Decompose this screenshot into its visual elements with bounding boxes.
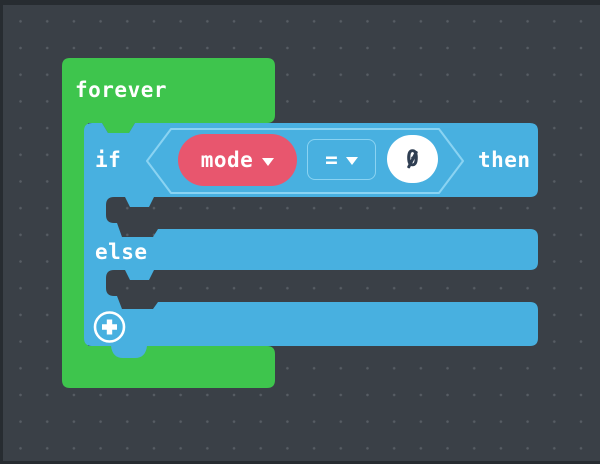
variable-dropdown-label: mode — [200, 148, 254, 172]
variable-dropdown-mode[interactable]: mode — [178, 134, 297, 186]
workspace-edge-left — [0, 0, 3, 464]
if-label: if — [95, 148, 122, 172]
workspace-edge-bottom — [0, 461, 600, 464]
then-label: then — [478, 148, 531, 172]
plus-icon — [102, 319, 117, 335]
chevron-down-icon — [262, 157, 275, 166]
workspace-edge-top — [0, 0, 600, 5]
number-input-value: 0 — [406, 147, 419, 172]
forever-label: forever — [75, 78, 168, 102]
plus-circle-icon — [93, 311, 126, 343]
number-input[interactable]: 0 — [387, 135, 438, 183]
expand-else-if-button[interactable] — [93, 311, 126, 343]
operator-dropdown[interactable]: = — [307, 139, 376, 180]
forever-block-shape[interactable] — [62, 58, 275, 388]
chevron-down-icon — [345, 157, 358, 165]
else-label: else — [95, 240, 148, 264]
operator-dropdown-label: = — [325, 147, 338, 172]
